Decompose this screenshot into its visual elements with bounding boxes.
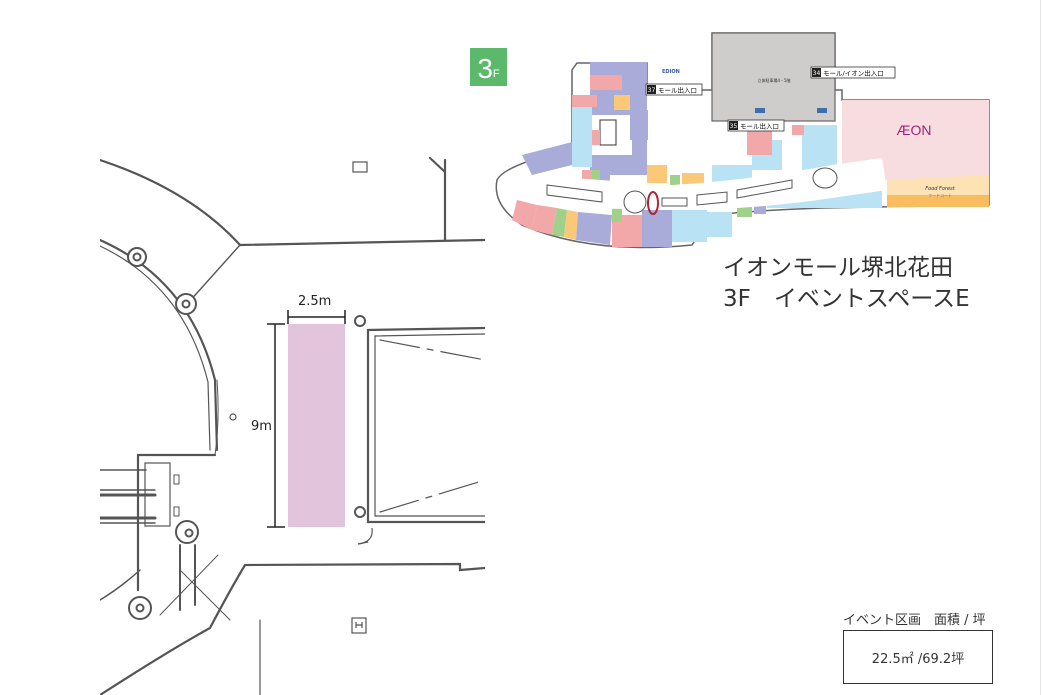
entrance-34-label: 34 モール/イオン出入口 (810, 66, 896, 79)
floor-suffix: F (492, 68, 500, 80)
food-court-label: フードコート (928, 193, 952, 198)
parking-label: 立体駐車場4・5階 (757, 77, 790, 83)
area-value: 22.5㎡ /69.2坪 (871, 651, 965, 667)
svg-text:37: 37 (648, 87, 656, 94)
height-dimension-label: 9m (251, 419, 272, 434)
edion-label: EDION (662, 69, 680, 75)
area-label: イベント区画 面積 / 坪 (843, 613, 986, 628)
mall-floor-minimap: 立体駐車場4・5階 EDION ÆON Food Forest フードコート 3… (495, 32, 990, 249)
entrance-37-label: 37 モール出入口 (645, 83, 703, 96)
floor-plan-drawing (100, 156, 485, 695)
event-space-area (288, 324, 345, 527)
venue-name: イオンモール堺北花田 (723, 255, 953, 281)
event-location-marker (647, 191, 659, 215)
width-dimension-label: 2.5m (298, 294, 332, 309)
aeon-logo: ÆON (897, 122, 932, 138)
svg-text:モール出入口: モール出入口 (658, 86, 697, 95)
food-forest-label: Food Forest (925, 186, 955, 192)
svg-text:34: 34 (813, 70, 821, 77)
entrance-35-label: 35 モール出入口 (727, 119, 785, 132)
floor-number: 3 (477, 53, 493, 84)
svg-text:35: 35 (730, 123, 738, 130)
area-value-box: 22.5㎡ /69.2坪 (843, 630, 993, 684)
page-edge-divider (1040, 0, 1041, 695)
svg-text:モール出入口: モール出入口 (740, 122, 779, 131)
svg-text:モール/イオン出入口: モール/イオン出入口 (823, 69, 884, 78)
venue-title: イオンモール堺北花田 3F イベントスペースE (723, 253, 970, 315)
event-space-name: 3F イベントスペースE (723, 286, 970, 312)
